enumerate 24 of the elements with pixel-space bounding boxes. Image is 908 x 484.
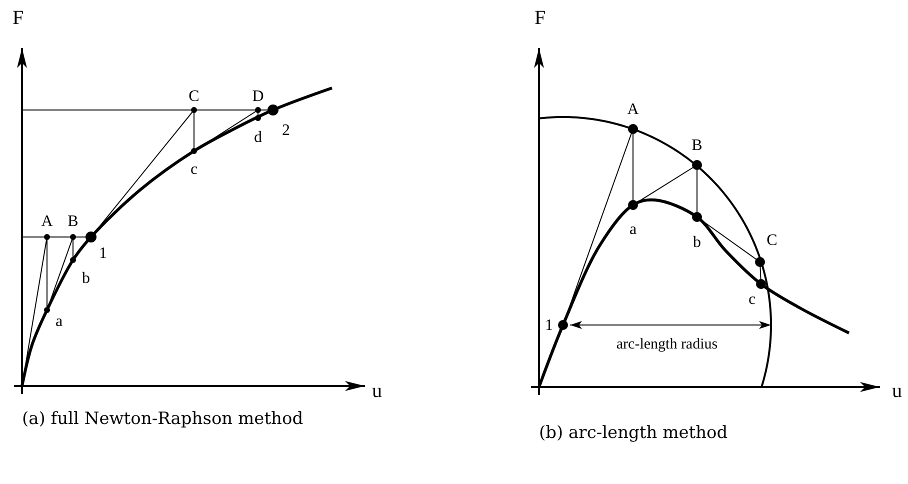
point-label: D	[252, 89, 264, 105]
axis-label: u	[892, 381, 902, 401]
point-label: b	[82, 271, 90, 287]
point-label: 1	[545, 318, 553, 334]
point-label: c	[748, 292, 756, 308]
caption: (a) full Newton-Raphson method	[22, 408, 304, 431]
point-label: d	[254, 130, 262, 146]
point-label: 1	[99, 246, 107, 262]
point-label: A	[627, 102, 639, 118]
dimension-label: arc-length radius	[616, 338, 718, 352]
point-label: b	[693, 235, 701, 251]
point-label: 2	[282, 123, 290, 139]
point-label: C	[188, 89, 200, 105]
axis-label: u	[372, 381, 382, 401]
axis-label: F	[534, 8, 546, 28]
point-label: C	[766, 233, 778, 249]
caption: (b) arc-length method	[539, 422, 729, 445]
point-label: A	[41, 214, 53, 230]
point-label: B	[68, 214, 78, 230]
point-label: a	[629, 222, 637, 238]
point-label: c	[190, 162, 198, 178]
point-label: B	[692, 138, 702, 154]
axis-label: F	[12, 8, 24, 28]
point-label: a	[55, 314, 63, 330]
